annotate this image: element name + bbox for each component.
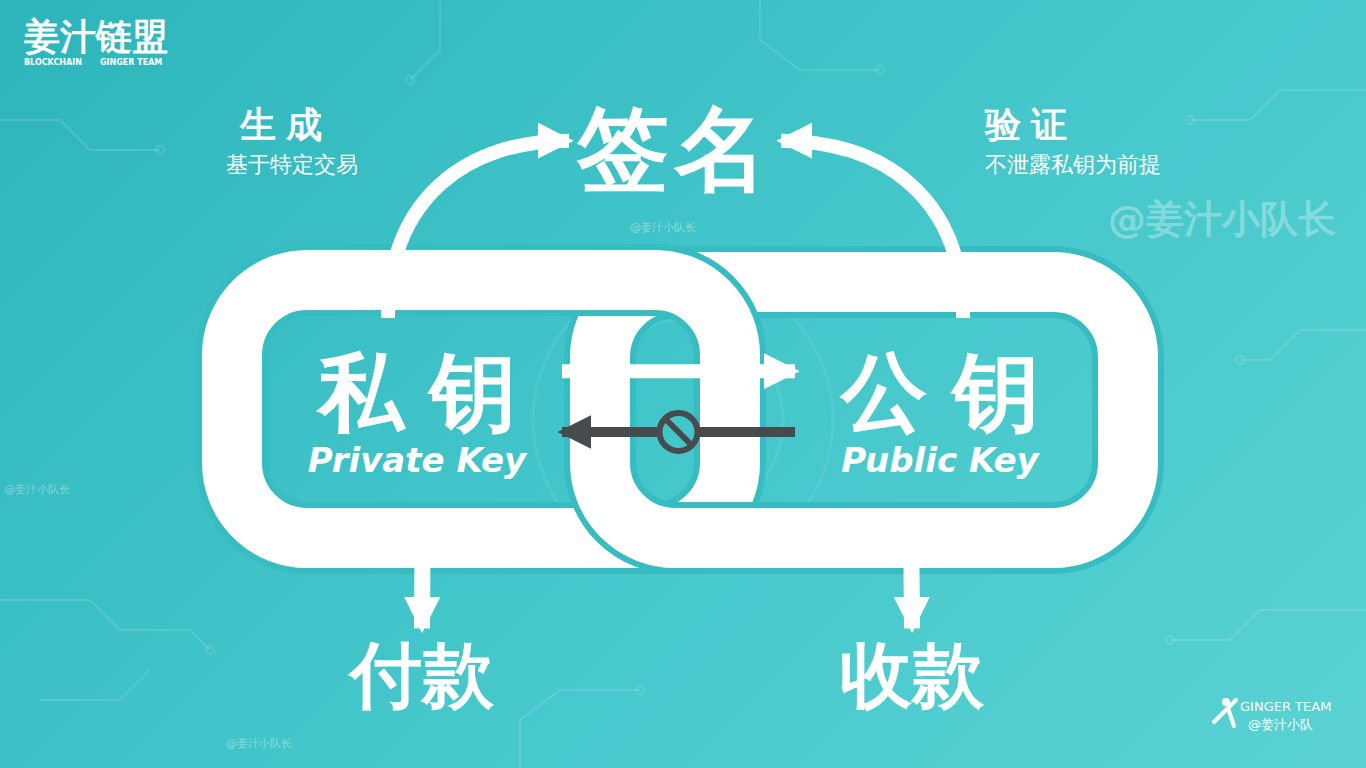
logo-subtitle: BLOCKCHAIN [24,58,82,67]
watermark: @姜汁小队长 [630,222,696,235]
signature-node: 签名 [569,91,781,208]
private-key-link: 私钥Private Key [272,318,562,508]
prohibited-sign [660,413,698,451]
arrow-connector [781,141,963,318]
arrow-connector [562,364,795,378]
watermark: @姜汁小队长 [1108,198,1336,242]
edge-note: 不泄露私钥为前提 [985,152,1161,177]
node-title: 签名 [577,99,773,200]
arrow-connector [414,508,431,628]
node-title: 收款 [840,636,984,715]
node-title: 公钥 [841,345,1065,440]
payment-node: 付款 [342,628,502,723]
arrow-connector [911,508,912,628]
logo-title: 姜汁链盟 [24,16,168,57]
edge-note: 基于特定交易 [226,152,358,177]
watermark: @姜汁小队长 [226,738,292,751]
edge-label: 生成 [240,104,332,145]
team-name: GINGER TEAM [1240,700,1331,715]
team-handle: @姜汁小队 [1248,718,1313,733]
team-logo-figure [1214,698,1236,726]
node-title: 付款 [350,636,494,715]
public-key-link: 公钥Public Key [795,318,1085,508]
arrow-connector [388,141,569,318]
watermark: @姜汁小队长 [4,484,70,497]
receive-node: 收款 [832,628,992,723]
node-title: 私钥 [318,345,542,440]
node-subtitle: Public Key [841,440,1038,481]
node-subtitle: Private Key [308,440,526,481]
chain-link-overlap [600,470,780,538]
logo-subtitle: GINGER TEAM [100,58,162,67]
edge-label: 验证 [985,104,1077,145]
